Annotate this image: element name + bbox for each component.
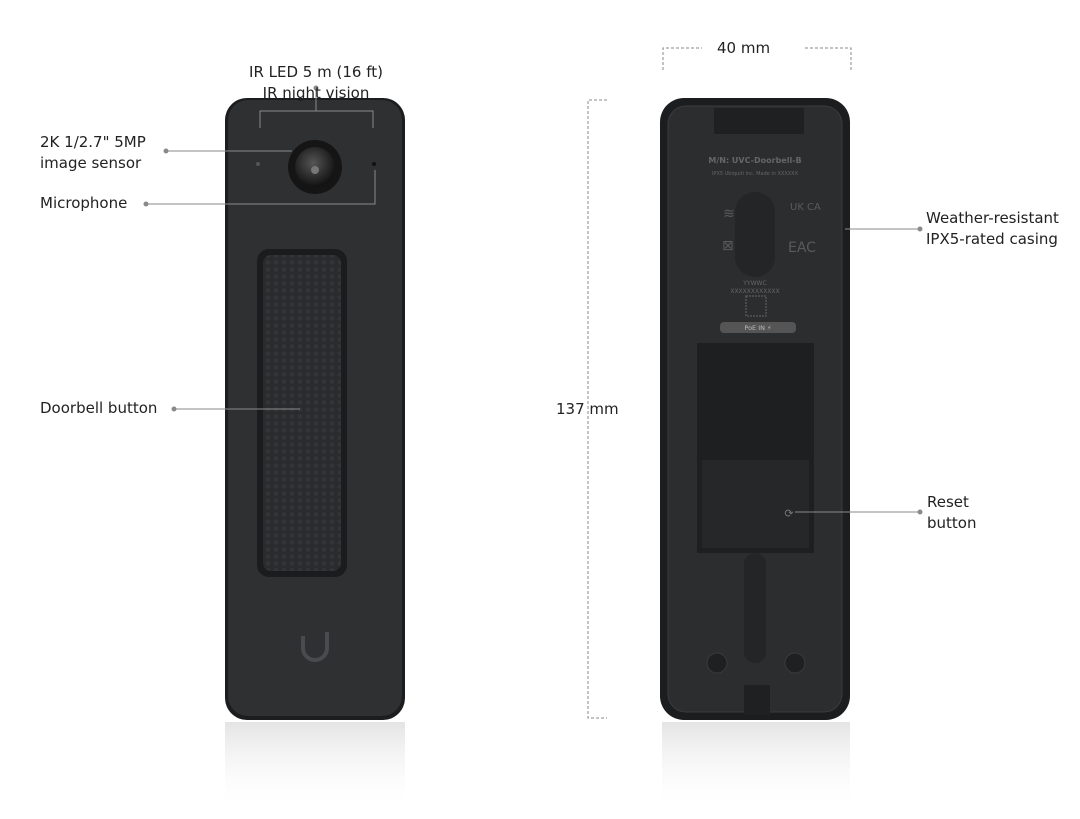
height-dimension-label: 137 mm	[556, 400, 619, 418]
microphone-hole-icon	[372, 162, 376, 166]
ubiquiti-logo-icon	[301, 632, 329, 662]
image-sensor-label-line2: image sensor	[40, 154, 142, 172]
dimension-lines	[587, 47, 852, 719]
reset-button-label: Reset button	[927, 492, 976, 534]
mount-screw-icon	[784, 652, 806, 674]
leader-lines	[146, 88, 920, 513]
casing-label-line1: Weather-resistant	[926, 209, 1059, 227]
microphone-label: Microphone	[40, 194, 128, 212]
label-info-text: IPX5 Ubiquiti Inc. Made in XXXXXX	[712, 171, 799, 177]
weee-bin-icon: ⊠	[722, 238, 734, 254]
casing-label: Weather-resistant IPX5-rated casing	[926, 208, 1059, 250]
doorbell-button-label: Doorbell button	[40, 399, 158, 417]
date-code-text: YYWWC	[742, 280, 766, 287]
front-reflection	[225, 722, 405, 812]
reset-button-icon[interactable]: ⟳	[784, 507, 793, 520]
image-sensor-label: 2K 1/2.7" 5MP image sensor	[40, 132, 146, 174]
back-reflection	[662, 722, 850, 812]
doorbell-front	[225, 98, 405, 720]
poe-label: PoE IN ⚡	[744, 324, 772, 332]
serial-text: XXXXXXXXXXXX	[730, 288, 779, 295]
ir-led-label-line2: IR night vision	[262, 84, 370, 102]
model-number-text: M/N: UVC-Doorbell-B	[708, 156, 801, 165]
qr-code-icon	[745, 295, 767, 317]
doorbell-back: M/N: UVC-Doorbell-B IPX5 Ubiquiti Inc. M…	[660, 98, 850, 720]
ce-mark: ≋	[723, 206, 735, 222]
reset-label-line1: Reset	[927, 493, 969, 511]
image-sensor-label-line1: 2K 1/2.7" 5MP	[40, 133, 146, 151]
mount-screw-icon	[706, 652, 728, 674]
reset-label-line2: button	[927, 514, 977, 532]
width-dimension-label: 40 mm	[717, 39, 771, 57]
ukca-mark: UK CA	[790, 202, 821, 213]
ir-led-label-line1: IR LED 5 m (16 ft)	[249, 63, 383, 81]
ir-led-label: IR LED 5 m (16 ft) IR night vision	[236, 62, 396, 104]
ir-led-icon	[256, 162, 260, 166]
eac-mark: EAC	[788, 240, 816, 256]
casing-label-line2: IPX5-rated casing	[926, 230, 1058, 248]
